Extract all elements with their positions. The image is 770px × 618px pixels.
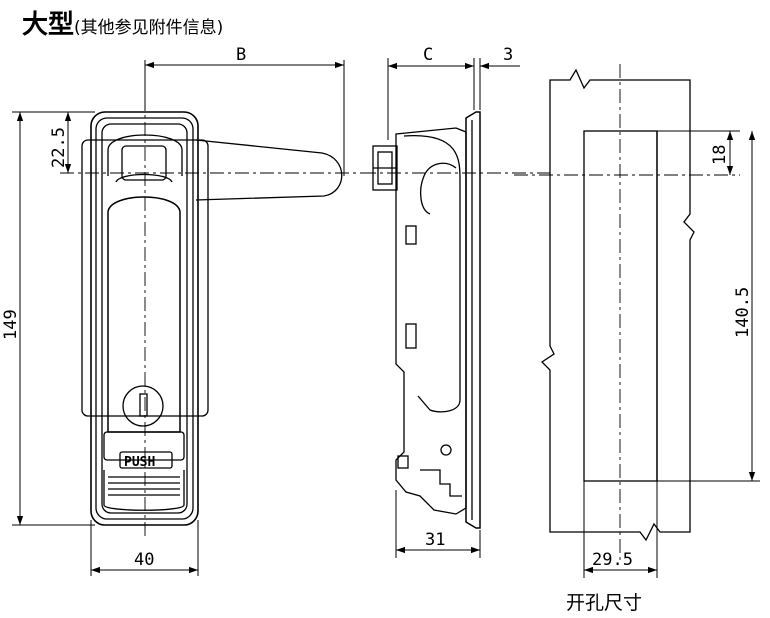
dim-29-5-label: 29.5 [592,550,633,570]
handle-grip [107,196,181,433]
dim-c-label: C [423,45,433,65]
panel-outline [540,68,695,542]
spindle-base [115,173,173,183]
side-lever-profile [419,162,457,215]
handle-housing [90,111,199,526]
side-rivet [440,444,452,456]
housing-inner-outline [95,117,194,520]
side-view [372,111,481,529]
front-view [81,111,343,526]
cutout-view [540,68,695,542]
cutout-hole [583,130,658,482]
dim-22-5-label: 22.5 [49,127,69,168]
key-slot [139,393,148,417]
lever-arm [195,139,343,201]
dim-140-5-label: 140.5 [733,287,753,338]
side-body [395,127,467,515]
side-inner-profile [403,135,461,413]
push-button [103,431,185,461]
cutout-caption: 开孔尺寸 [566,592,643,614]
side-flange [465,111,481,529]
housing-bezel [101,123,188,514]
dim-3-label: 3 [503,45,513,65]
dim-40-label: 40 [134,550,154,570]
dim-31-label: 31 [425,530,445,550]
spindle [121,145,167,181]
push-label: PUSH [124,455,155,470]
title-main: 大型 [22,10,75,40]
key-cylinder [122,385,164,427]
dim-b-label: B [236,45,246,65]
dim-18-label: 18 [710,145,730,165]
dim-149-label: 149 [1,309,21,340]
drawing-title: 大型(其他参见附件信息) [22,4,223,41]
title-note: (其他参见附件信息) [74,18,224,38]
dimension-lines [12,58,760,578]
push-label-box [119,451,173,469]
